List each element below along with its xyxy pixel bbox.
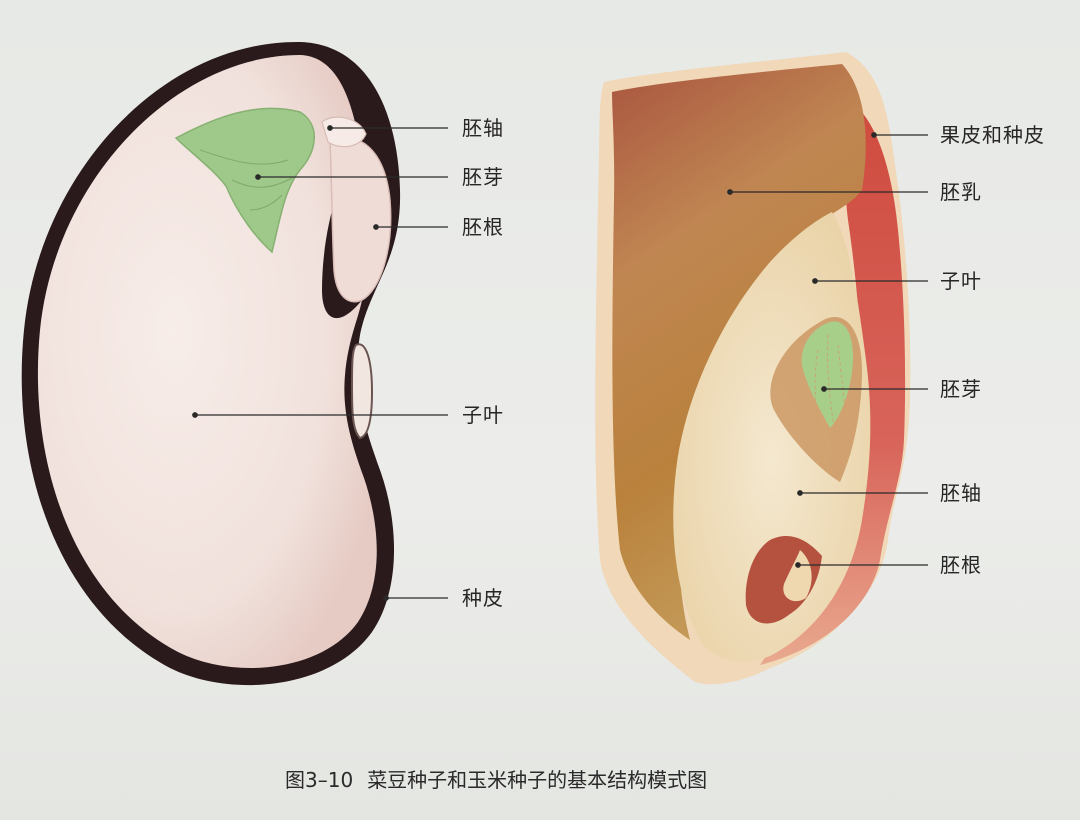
bean-hypocotyl-shape: [321, 116, 367, 148]
dot-corn-hypocotyl: [797, 490, 803, 496]
label-corn-radicle: 胚根: [940, 553, 982, 577]
figure-caption: 图3–10 菜豆种子和玉米种子的基本结构模式图: [285, 764, 707, 793]
corn-seed: [595, 52, 911, 685]
corn-plumule-veins: [814, 334, 851, 466]
dot-corn-endosperm: [727, 189, 733, 195]
bean-plumule-veins: [199, 149, 293, 211]
label-corn-pericarp-seed-coat: 果皮和种皮: [940, 123, 1045, 147]
caption-text: 菜豆种子和玉米种子的基本结构模式图: [367, 768, 708, 792]
label-corn-endosperm: 胚乳: [940, 180, 982, 204]
dot-corn-plumule: [821, 386, 827, 392]
label-bean-plumule: 胚芽: [462, 165, 504, 189]
label-bean-hypocotyl: 胚轴: [462, 116, 504, 140]
dot-corn-pericarp: [871, 132, 877, 138]
bean-seed: [21, 41, 401, 686]
dot-corn-radicle: [795, 562, 801, 568]
corn-plumule-shape: [801, 321, 854, 428]
corn-radicle-core: [783, 550, 812, 602]
bean-radicle-shape: [329, 136, 392, 303]
dot-bean-hypocotyl: [327, 125, 333, 131]
leader-lines: [192, 125, 928, 601]
dot-bean-plumule: [255, 174, 261, 180]
label-corn-cotyledon: 子叶: [940, 269, 982, 293]
dot-corn-cotyledon: [812, 278, 818, 284]
corn-pericarp: [760, 110, 906, 665]
label-bean-radicle: 胚根: [462, 215, 504, 239]
bean-plumule-shape: [174, 107, 315, 254]
label-corn-plumule: 胚芽: [940, 377, 982, 401]
label-bean-cotyledon: 子叶: [462, 403, 504, 427]
label-corn-hypocotyl: 胚轴: [940, 481, 982, 505]
caption-number: 图3–10: [285, 768, 354, 792]
label-bean-seed-coat: 种皮: [462, 586, 504, 610]
dot-bean-seed-coat: [383, 595, 389, 601]
dot-bean-radicle: [373, 224, 379, 230]
dot-bean-cotyledon: [192, 412, 198, 418]
bean-cotyledon: [37, 55, 377, 668]
bean-hilum: [351, 343, 374, 440]
